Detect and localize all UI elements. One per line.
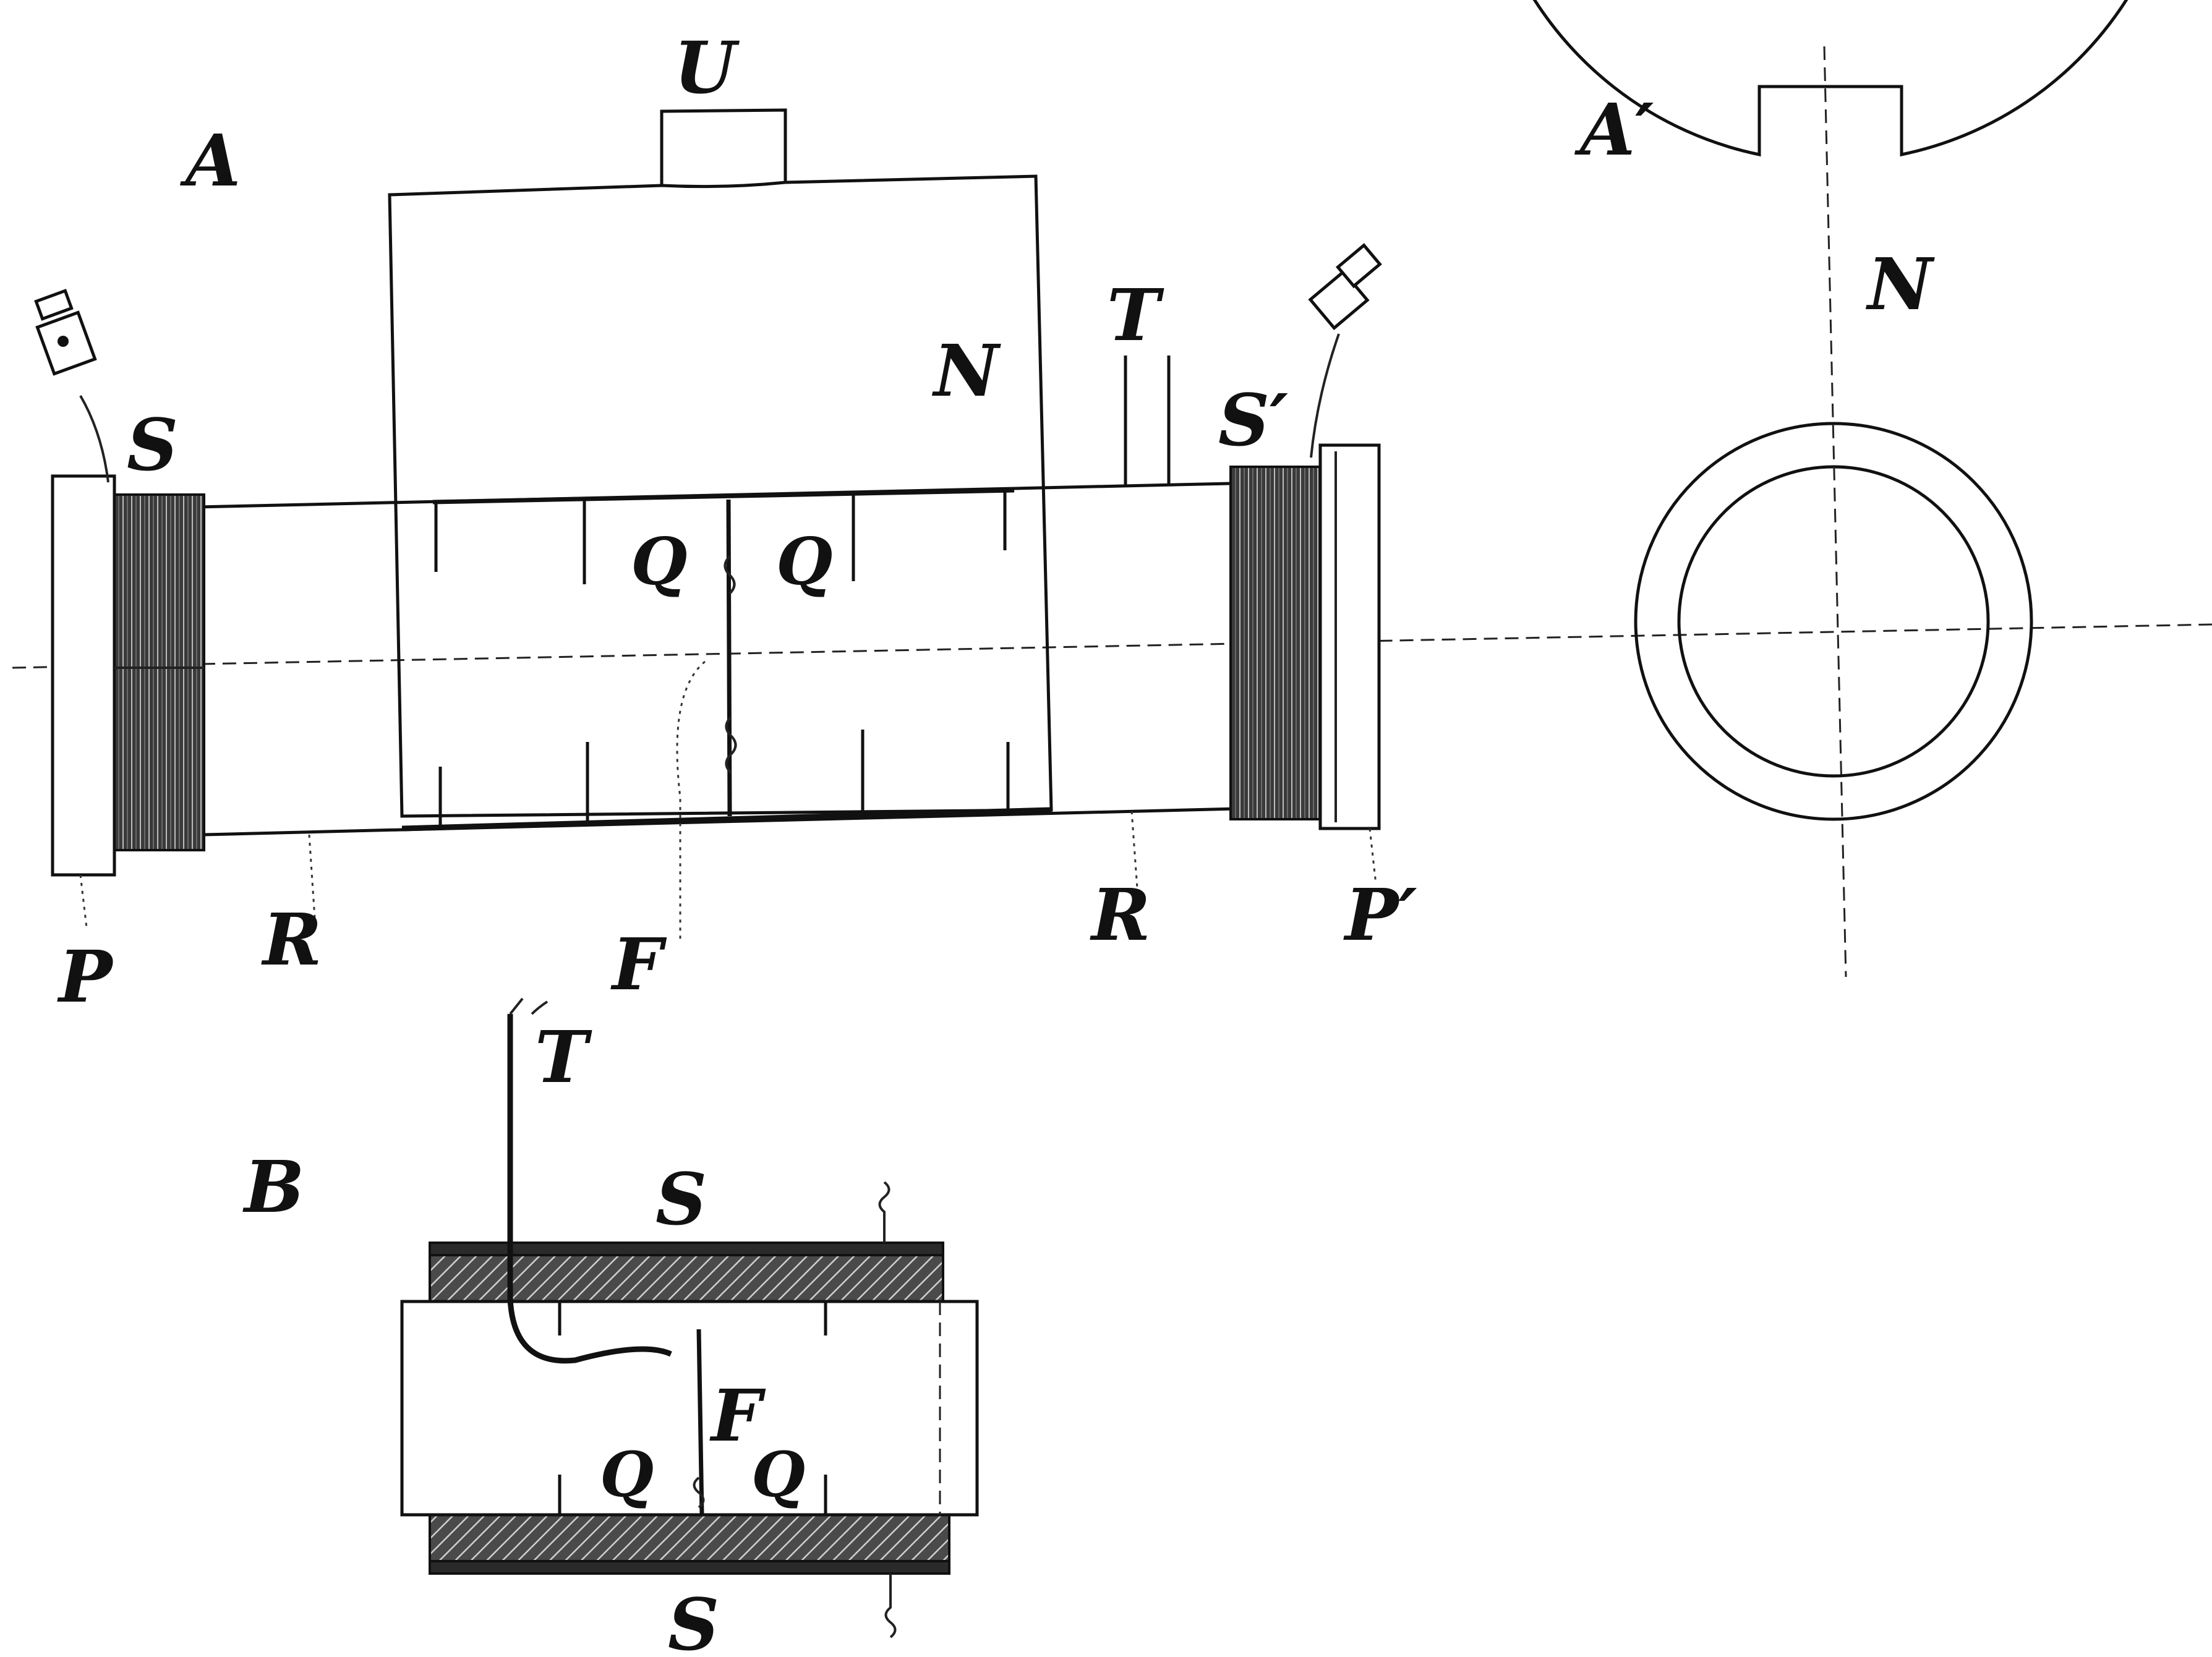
- label-t: T: [1107, 274, 1164, 357]
- coil-s: [113, 493, 205, 851]
- axis-line: [12, 623, 2212, 669]
- label-f-b: F: [709, 1374, 766, 1458]
- plate-p: [51, 474, 116, 877]
- label-q-right-b: Q: [751, 1438, 805, 1511]
- label-p-prime: P′: [1343, 874, 1417, 957]
- label-b: B: [242, 1146, 304, 1229]
- label-q-left: Q: [631, 523, 687, 600]
- end-view-vertical-axis: [1823, 46, 1847, 978]
- label-a: A: [180, 119, 241, 203]
- label-p: P: [57, 935, 114, 1019]
- tube-inner-bottom: [401, 807, 1052, 832]
- label-s-prime: S′: [1218, 379, 1288, 462]
- label-q-left-b: Q: [600, 1438, 654, 1511]
- lead-wire-t: [507, 1014, 672, 1364]
- terminal-right: [1308, 243, 1382, 458]
- end-view-inner-ring: [1677, 465, 1990, 778]
- label-q-right: Q: [776, 523, 832, 600]
- plate-p-prime: [1318, 443, 1381, 830]
- casing-box: [388, 174, 1053, 818]
- filament-f: [676, 499, 737, 940]
- filament-lead: [676, 660, 706, 940]
- figure-b: B T S F Q Q S: [242, 997, 979, 1657]
- leader-p-prime: [1369, 828, 1377, 885]
- stem-t: [1124, 356, 1171, 485]
- coil-s-prime: [1229, 466, 1322, 820]
- label-s-top: S: [655, 1158, 707, 1242]
- label-f: F: [610, 923, 667, 1007]
- label-t-b: T: [535, 1016, 592, 1099]
- nozzle-u: [660, 108, 787, 185]
- baffles-upper: [434, 492, 1007, 584]
- figure-a: A U N T S S′ Q Q P R F R P′: [12, 27, 2212, 1019]
- terminal-left: [34, 289, 109, 483]
- section-filament: [696, 1329, 704, 1515]
- label-u: U: [674, 27, 740, 110]
- label-n-end: N: [1865, 243, 1935, 326]
- baffles-lower: [438, 730, 1010, 828]
- label-s-bottom: S: [668, 1583, 719, 1654]
- label-s: S: [127, 404, 178, 487]
- tube-inner-top: [432, 488, 1015, 505]
- end-view-outer-ring: [1634, 422, 2033, 821]
- label-n: N: [931, 330, 1001, 413]
- leader-r-right: [1130, 811, 1139, 897]
- label-r-left: R: [261, 898, 322, 982]
- label-a-prime: A′: [1574, 88, 1654, 172]
- label-r-right: R: [1090, 874, 1151, 957]
- leader-p: [79, 874, 88, 928]
- figure-a-prime: A′ N: [1532, 0, 2129, 978]
- inner-tube: [400, 1300, 979, 1517]
